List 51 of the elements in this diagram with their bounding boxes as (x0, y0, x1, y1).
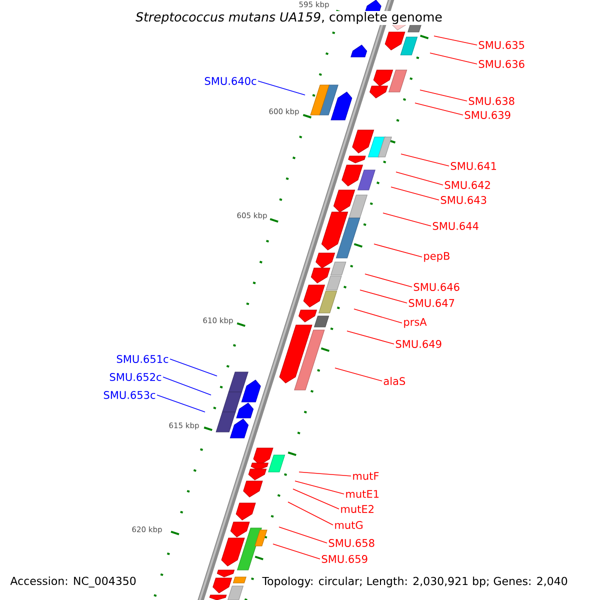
footer-text: Accession: NC_004350 (10, 576, 136, 588)
leader-line (374, 244, 422, 258)
title: Streptococcus mutans UA159, complete genome (134, 10, 444, 26)
leader-line (354, 308, 402, 324)
leader-line (170, 358, 218, 376)
gene-label: SMU.647 (408, 299, 454, 307)
gene-label: SMU.639 (464, 111, 510, 119)
gene-label: SMU.659 (322, 555, 368, 563)
leader-line (298, 472, 352, 476)
leader-line (364, 274, 412, 288)
gene-label: mutF (353, 472, 379, 480)
gene-label: mutE1 (346, 490, 379, 498)
leader-line (420, 90, 468, 102)
footer-text: Topology: circular; Length: 2,030,921 bp; Genes: 2,040 (262, 576, 568, 588)
leader-line (390, 186, 440, 200)
gene-label: SMU.642 (444, 181, 490, 189)
gene-label: SMU.644 (432, 222, 478, 230)
leader-line (162, 376, 212, 396)
leader-line (156, 394, 206, 412)
leader-line (430, 52, 478, 64)
gene-label: SMU.646 (414, 283, 460, 291)
gene-label: SMU.652c (110, 373, 162, 381)
leader-line (396, 172, 444, 186)
gene-label: SMU.653c (104, 391, 156, 399)
leader-line (434, 36, 478, 46)
gene-label: SMU.641 (450, 162, 496, 170)
leader-line (334, 368, 382, 382)
gene-label: SMU.658 (328, 539, 374, 547)
leader-line (400, 154, 450, 166)
gene-label: SMU.649 (396, 340, 442, 348)
gene-label: mutE2 (341, 505, 374, 513)
gene-label: SMU.638 (468, 97, 514, 105)
leader-line (272, 544, 320, 560)
leader-line (346, 330, 394, 344)
gene-label: SMU.651c (116, 355, 168, 363)
gene-label: SMU.635 (478, 41, 524, 49)
leader-line (294, 480, 344, 494)
gene-label: SMU.640c (204, 77, 256, 85)
gene-label: mutG (335, 521, 362, 529)
leader-line (414, 102, 464, 116)
gene-label: SMU.636 (478, 60, 524, 68)
gene-label: prsA (404, 318, 427, 328)
leader-line (292, 488, 340, 510)
leader-line (258, 80, 306, 96)
gene-label: pepB (424, 252, 450, 262)
gene-label: alaS (384, 376, 406, 386)
leader-line (382, 212, 432, 226)
gene-label: SMU.643 (440, 196, 486, 204)
leader-line (360, 290, 408, 304)
leader-line (288, 502, 334, 526)
leader-line (278, 526, 328, 544)
